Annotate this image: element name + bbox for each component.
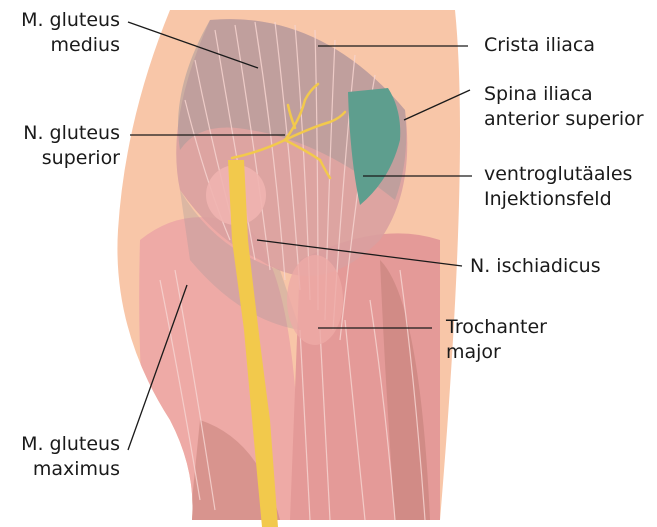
label-crista-iliaca: Crista iliaca [484,33,595,58]
label-gluteus-medius: M. gluteus medius [8,8,120,58]
label-spina-iliaca: Spina iliaca anterior superior [484,82,644,132]
label-trochanter: Trochanter major [446,315,547,365]
label-ischiadicus: N. ischiadicus [470,254,601,279]
label-gluteus-maximus: M. gluteus maximus [8,432,120,482]
trochanter-major-bone [287,255,343,345]
label-ventrogluteal: ventroglutäales Injektionsfeld [484,162,632,212]
label-gluteus-superior: N. gluteus superior [8,121,120,171]
